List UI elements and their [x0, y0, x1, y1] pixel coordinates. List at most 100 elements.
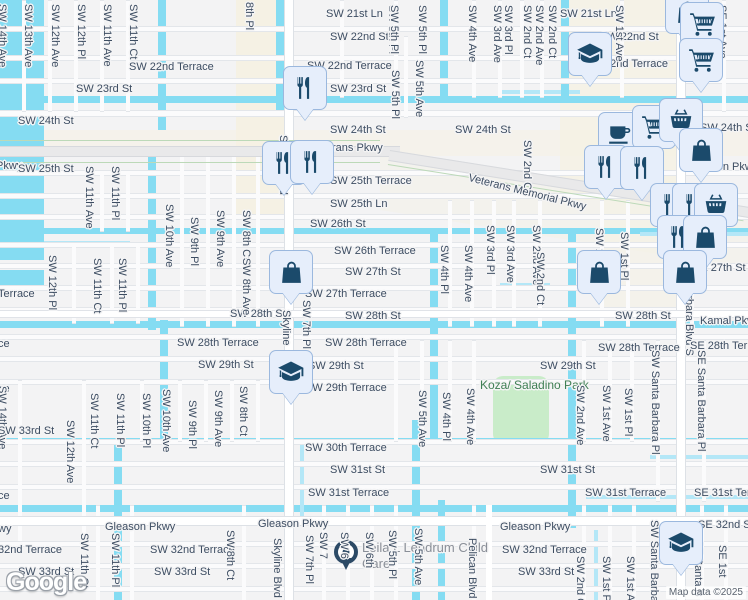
- street-v-grid-56: [370, 505, 374, 600]
- street-v-grid-36: [492, 200, 496, 327]
- street-v-grid-24: [242, 505, 246, 600]
- street-v-grid-57: [394, 505, 398, 600]
- childcare-pin-leila-lendrum[interactable]: [334, 540, 358, 564]
- street-v-grid-32: [620, 0, 624, 98]
- street-h-grid-13: [0, 356, 748, 362]
- street-label: SW 25th Ln: [330, 198, 388, 210]
- canal-h-1: [0, 96, 748, 103]
- street-v-grid-42: [448, 340, 452, 442]
- street-v-grid-51: [632, 505, 636, 600]
- street-v-grid-40: [626, 200, 630, 327]
- poi-marker-shopping-bag[interactable]: [577, 250, 621, 294]
- shopping-bag-icon: [587, 260, 612, 285]
- poi-marker-shopping-bag[interactable]: [663, 250, 707, 294]
- street-h-grid-3: [0, 78, 748, 84]
- poi-marker-school[interactable]: [568, 32, 612, 76]
- poi-marker-school[interactable]: [269, 350, 313, 394]
- street-label: SW 33rd St: [0, 425, 55, 437]
- street-v-grid-30: [520, 0, 524, 98]
- canal-v-2: [158, 0, 166, 130]
- street-label: SW 22nd St: [330, 31, 389, 43]
- street-v-grid-19: [204, 380, 208, 442]
- street-v-grid-34: [448, 200, 452, 327]
- street-v-grid-18: [178, 380, 182, 442]
- shopping-cart-icon: [689, 11, 716, 38]
- street-v-grid-26: [394, 0, 398, 98]
- street-h-grid-10: [0, 285, 748, 291]
- street-v-grid-1: [22, 0, 26, 112]
- street-v-grid-44: [582, 340, 586, 442]
- pin-dot: [342, 548, 350, 556]
- street-h-grid-1: [0, 26, 748, 32]
- canal-v-8: [568, 228, 576, 528]
- street-v-grid-50: [608, 505, 612, 600]
- restaurant-icon: [593, 154, 619, 180]
- street-label: SW 5th Ave: [413, 60, 425, 118]
- street-v-grid-23: [130, 505, 134, 600]
- street-h-grid-9: [0, 263, 748, 269]
- street-v-grid-5: [126, 0, 130, 112]
- street-h-grid-2: [0, 55, 748, 61]
- street-h-grid-17: [0, 484, 748, 490]
- street-v-grid-38: [538, 200, 542, 327]
- street-v-grid-28: [472, 0, 476, 98]
- street-v-grid-45: [608, 340, 612, 442]
- poi-marker-shopping-bag[interactable]: [269, 250, 313, 294]
- street-h-grid-7: [0, 214, 748, 220]
- cafe-icon: [607, 121, 633, 147]
- street-v-grid-47: [656, 340, 660, 502]
- poi-marker-restaurant[interactable]: [290, 140, 334, 184]
- street-v-grid-35: [470, 200, 474, 327]
- shopping-basket-icon: [703, 192, 729, 218]
- poi-marker-shopping-bag[interactable]: [679, 128, 723, 172]
- street-v-grid-10: [136, 242, 140, 324]
- shopping-bag-icon: [689, 138, 714, 163]
- street-v-grid-49: [582, 505, 586, 600]
- school-icon: [277, 358, 305, 386]
- shopping-bag-icon: [279, 260, 304, 285]
- street-v-grid-9: [110, 242, 114, 324]
- street-v-grid-33: [722, 0, 726, 112]
- street-v-grid-37: [512, 200, 516, 327]
- school-icon: [576, 40, 604, 68]
- restaurant-icon: [292, 75, 318, 101]
- street-h-grid-19: [0, 563, 748, 569]
- street-v-grid-13: [232, 155, 236, 327]
- street-v-grid-31: [540, 0, 544, 98]
- street-h-grid-6: [0, 193, 748, 199]
- canal-h-2: [0, 228, 748, 234]
- road-sw-28th-st[interactable]: [0, 310, 748, 318]
- street-v-grid-59: [394, 340, 398, 442]
- poi-marker-restaurant[interactable]: [283, 66, 327, 110]
- poi-marker-school[interactable]: [659, 521, 703, 565]
- google-logo: Google: [6, 568, 87, 596]
- street-h-grid-4: [0, 110, 748, 117]
- map-attribution: Map data ©2025: [665, 586, 746, 599]
- street-v-grid-14: [256, 155, 260, 327]
- street-v-grid-17: [140, 380, 144, 442]
- restaurant-icon: [629, 155, 655, 181]
- highway-veterans-pkwy-west[interactable]: [0, 146, 400, 157]
- street-v-grid-16: [82, 380, 86, 542]
- canal-v-7: [561, 0, 569, 100]
- street-label: SW 23rd St: [76, 83, 133, 95]
- greenline-veterans-2: [0, 162, 380, 163]
- street-v-grid-20: [230, 380, 234, 442]
- street-h-grid-12: [0, 334, 748, 340]
- restaurant-icon: [666, 224, 692, 250]
- street-label: ce: [0, 490, 10, 502]
- street-v-grid-22: [96, 505, 100, 600]
- road-gleason-pkwy[interactable]: [0, 516, 748, 526]
- poi-marker-shopping-cart[interactable]: [679, 38, 723, 82]
- street-h-grid-18: [0, 541, 748, 547]
- canal-v-10: [440, 0, 448, 100]
- street-h-grid-15: [0, 439, 748, 445]
- street-h-grid-20: [0, 586, 748, 592]
- street-v-grid-12: [206, 155, 210, 327]
- street-h-grid-14: [0, 379, 748, 385]
- street-h-grid-16: [0, 461, 748, 467]
- street-v-grid-7: [126, 170, 130, 232]
- street-v-grid-54: [322, 505, 326, 600]
- road-pelican-blvd[interactable]: [486, 505, 492, 600]
